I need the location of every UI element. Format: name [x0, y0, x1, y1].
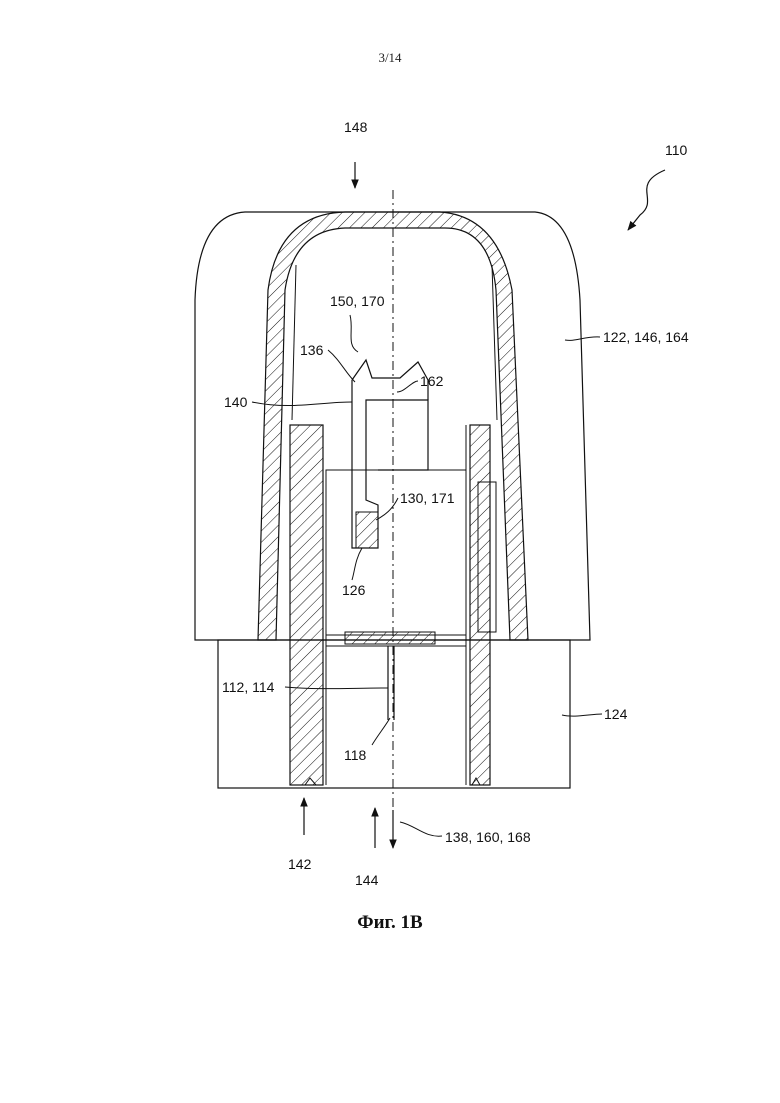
leader-150: [350, 315, 358, 352]
leader-138: [400, 822, 442, 836]
label-148: 148: [344, 119, 368, 135]
leader-122: [565, 337, 600, 341]
tube-wall-right: [470, 425, 490, 785]
label-126: 126: [342, 582, 366, 598]
label-140: 140: [224, 394, 248, 410]
leader-126: [352, 548, 362, 580]
leader-130: [376, 498, 398, 520]
label-112-114: 112, 114: [222, 679, 275, 695]
label-144: 144: [355, 872, 379, 888]
label-110: 110: [665, 142, 688, 158]
holder-head: [352, 360, 428, 400]
label-124: 124: [604, 706, 628, 722]
figure-caption: Фиг. 1B: [0, 912, 780, 934]
leader-118: [372, 718, 390, 745]
leader-136: [328, 350, 355, 382]
holder-tip: [356, 512, 378, 548]
label-136: 136: [300, 342, 324, 358]
label-138-160-168: 138, 160, 168: [445, 829, 531, 845]
leader-124: [562, 714, 602, 716]
inner-hairline-left: [292, 265, 296, 420]
leader-162: [397, 381, 418, 392]
label-122-146-164: 122, 146, 164: [603, 329, 689, 345]
tube-wall-left: [290, 425, 323, 785]
label-142: 142: [288, 856, 312, 872]
arrow-110: [628, 170, 665, 230]
label-118: 118: [344, 747, 367, 763]
label-150-170: 150, 170: [330, 293, 385, 309]
chamber-plate: [345, 632, 435, 644]
label-130-171: 130, 171: [400, 490, 455, 506]
label-162: 162: [420, 373, 444, 389]
